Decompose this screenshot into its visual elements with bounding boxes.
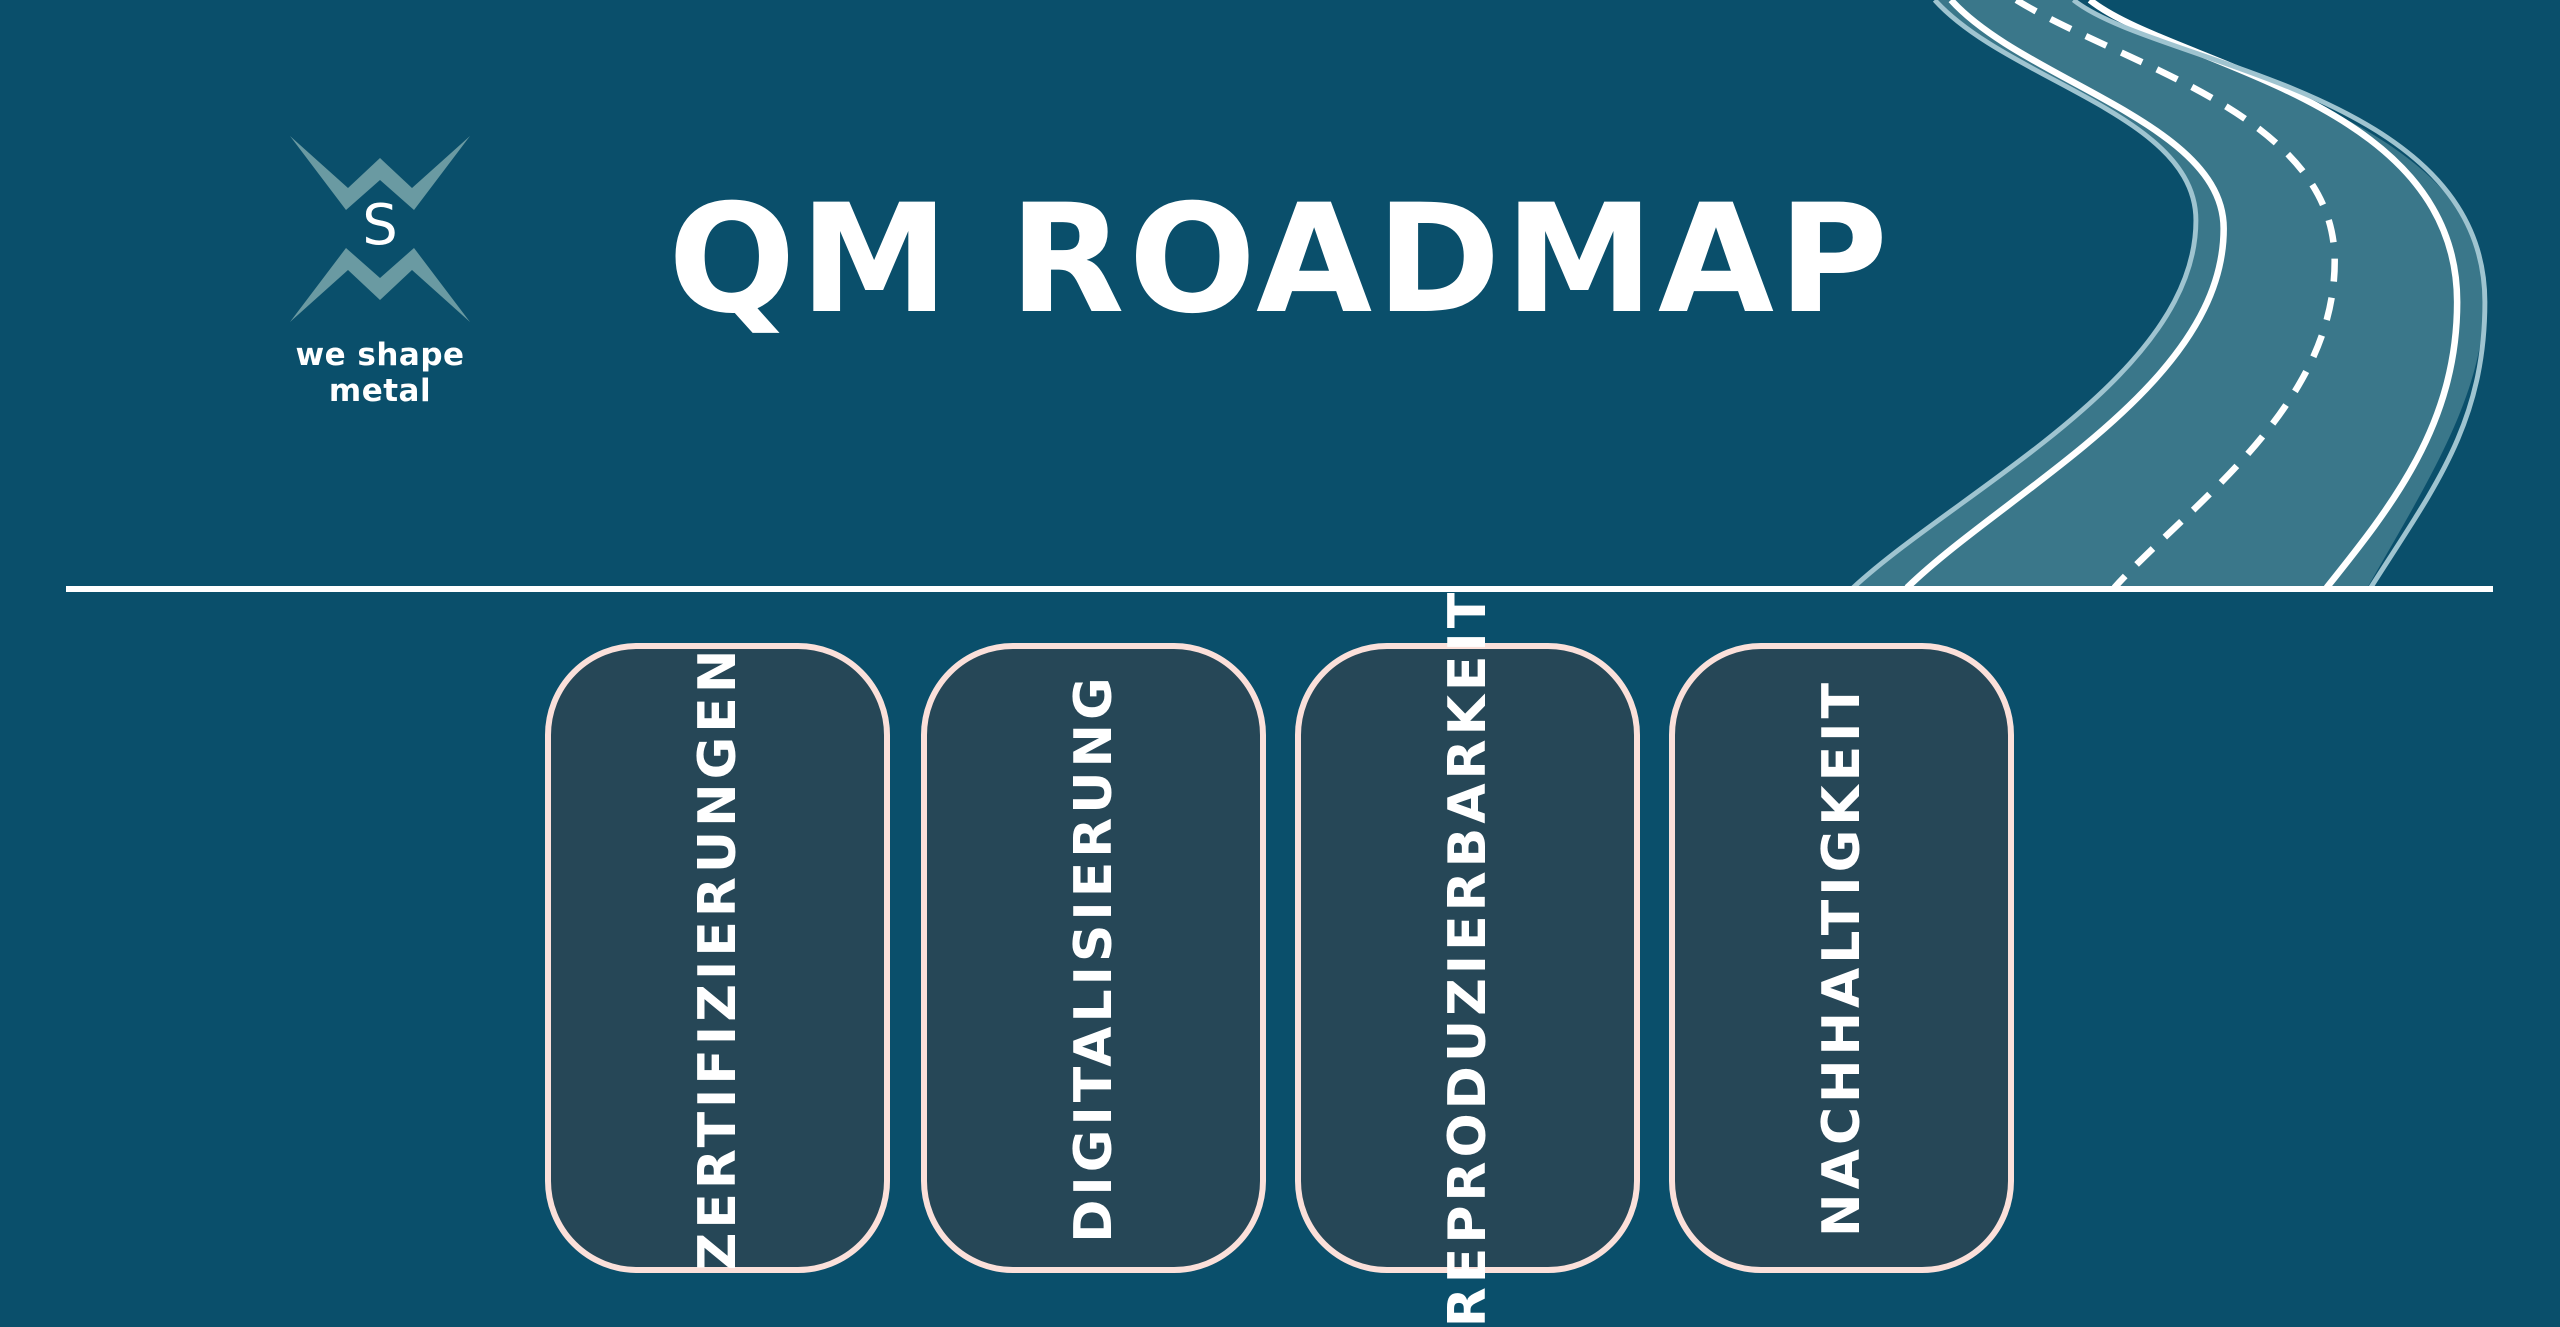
road-surface xyxy=(1853,0,2485,588)
logo-tagline: we shape metal xyxy=(295,337,465,409)
logo-monogram: S xyxy=(362,193,398,258)
pillar-label: ZERTIFIZIERUNGEN xyxy=(687,645,748,1271)
ws-logo-mark-icon: S xyxy=(290,136,470,322)
pillar-reproduzierbarkeit: REPRODUZIERBARKEIT xyxy=(1295,589,1640,1327)
road-edge-left-outer xyxy=(1851,0,2199,590)
pillar-label: REPRODUZIERBARKEIT xyxy=(1437,588,1498,1327)
road-edge-left xyxy=(1904,0,2227,591)
pillar-digitalisierung: DIGITALISIERUNG xyxy=(921,643,1266,1273)
company-logo: S we shape metal xyxy=(260,130,500,409)
divider-line xyxy=(66,586,2493,592)
pillar-zertifizierungen: ZERTIFIZIERUNGEN xyxy=(545,643,890,1273)
road-edge-right-outer xyxy=(2071,0,2488,590)
pillar-nachhaltigkeit: NACHHALTIGKEIT xyxy=(1669,643,2014,1273)
page-title: QM ROADMAP xyxy=(668,173,1892,347)
pillar-label: DIGITALISIERUNG xyxy=(1063,673,1124,1243)
road-center-dashes xyxy=(2014,0,2338,590)
road-illustration xyxy=(1851,0,2488,591)
pillar-label: NACHHALTIGKEIT xyxy=(1811,679,1872,1237)
